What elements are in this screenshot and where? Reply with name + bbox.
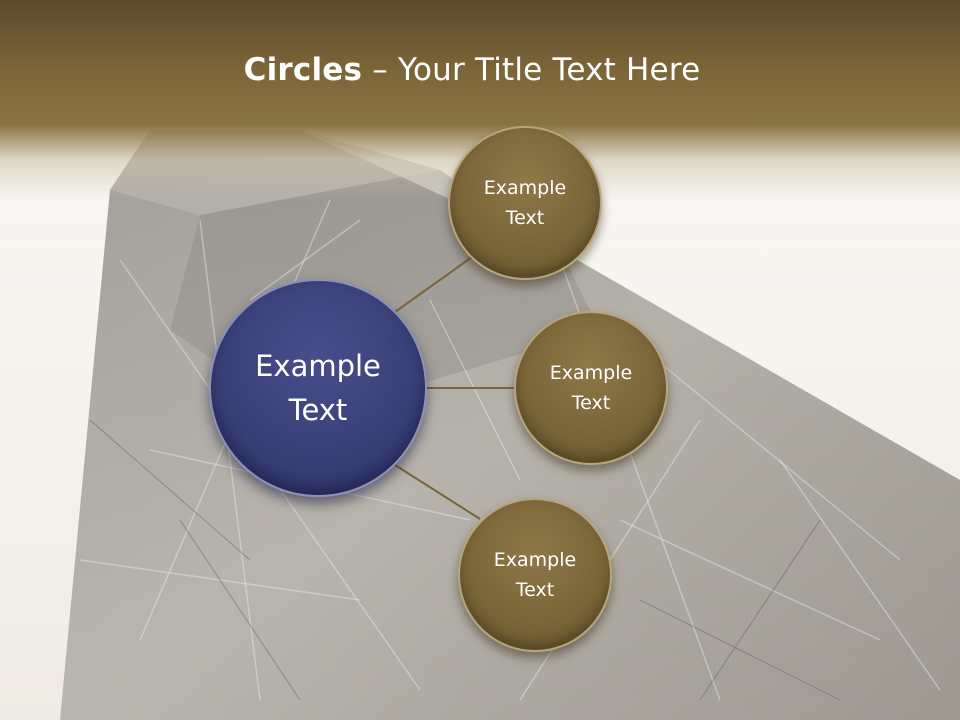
- center-circle-label: Example Text: [255, 349, 381, 427]
- title-bold: Circles: [243, 52, 363, 88]
- node-circle-label: Example Text: [493, 549, 577, 601]
- slide-title: Circles – Your Title Text Here: [0, 52, 944, 88]
- node-circle-top[interactable]: Example Text: [448, 126, 602, 280]
- node-circle-middle[interactable]: Example Text: [514, 311, 668, 465]
- title-rest: – Your Title Text Here: [362, 52, 701, 88]
- node-circle-label: Example Text: [549, 362, 633, 414]
- node-circle-bottom[interactable]: Example Text: [458, 498, 612, 652]
- center-circle[interactable]: Example Text: [209, 279, 427, 497]
- connector-line-bottom: [394, 464, 481, 520]
- connector-line-top: [394, 256, 473, 313]
- node-circle-label: Example Text: [483, 177, 567, 229]
